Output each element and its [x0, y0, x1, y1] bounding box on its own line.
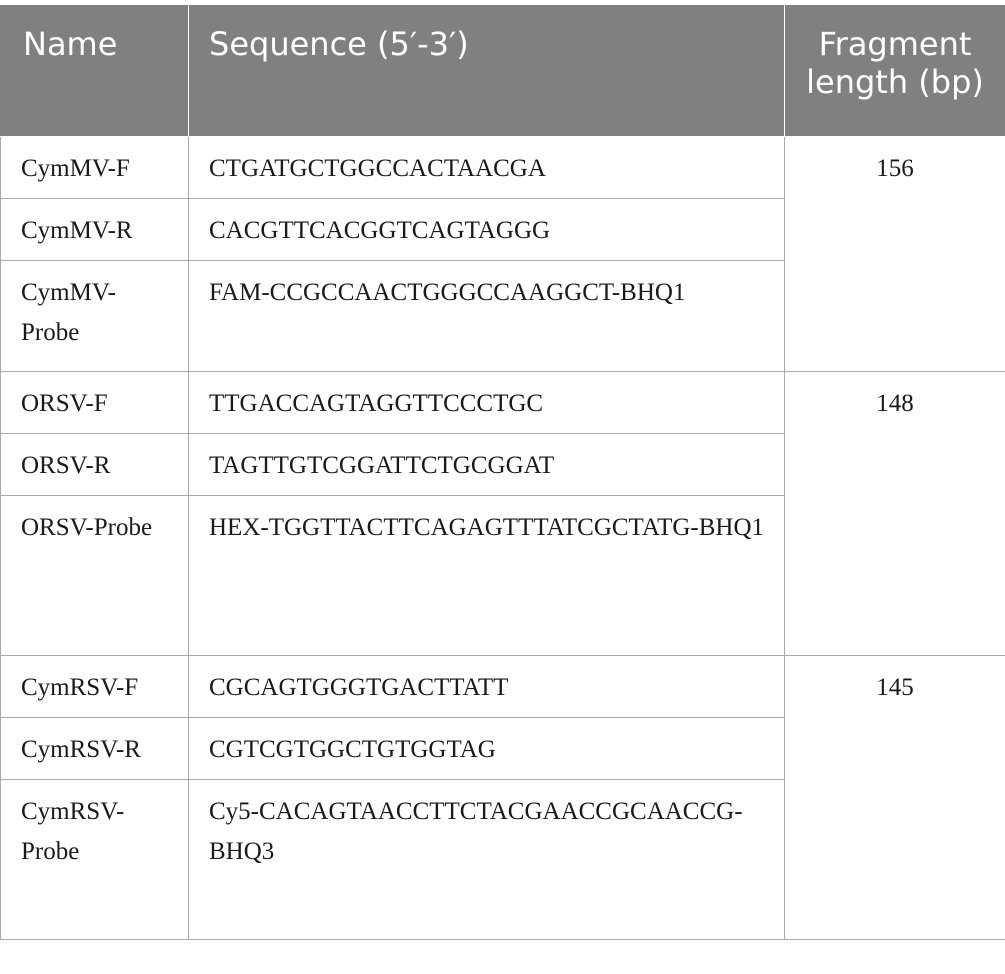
- primer-probe-table: Name Sequence (5′-3′) Fragment length (b…: [0, 4, 1005, 940]
- primer-sequence: TAGTTGTCGGATTCTGCGGAT: [188, 433, 785, 496]
- primer-sequence: FAM-CCGCCAACTGGGCCAAGGCT-BHQ1: [188, 260, 785, 372]
- table-row: CymRSV-F CGCAGTGGGTGACTTATT 145: [0, 655, 1005, 940]
- header-sequence: Sequence (5′-3′): [188, 4, 785, 137]
- table-row: CymMV-R CACGTTCACGGTCAGTAGGG: [0, 198, 1005, 261]
- primer-name: CymRSV-R: [0, 717, 189, 780]
- primer-name: CymMV-Probe: [0, 260, 189, 372]
- primer-name: CymMV-R: [0, 198, 189, 261]
- primer-name: CymRSV-Probe: [0, 779, 189, 940]
- table-body: CymMV-F CTGATGCTGGCCACTAACGA 156 CymMV-R…: [0, 136, 1005, 940]
- header-fragment-length: Fragment length (bp): [784, 4, 1005, 137]
- table-row: CymRSV-R CGTCGTGGCTGTGGTAG: [0, 717, 1005, 780]
- table-row: ORSV-Probe HEX-TGGTTACTTCAGAGTTTATCGCTAT…: [0, 495, 1005, 656]
- primer-sequence: Cy5-CACAGTAACCTTCTACGAACCGCAACCG-BHQ3: [188, 779, 785, 940]
- primer-sequence: CGCAGTGGGTGACTTATT: [188, 655, 785, 718]
- table-row: ORSV-F TTGACCAGTAGGTTCCCTGC 148: [0, 371, 1005, 656]
- primer-name: ORSV-Probe: [0, 495, 189, 656]
- table-row: ORSV-R TAGTTGTCGGATTCTGCGGAT: [0, 433, 1005, 496]
- primer-sequence: CGTCGTGGCTGTGGTAG: [188, 717, 785, 780]
- primer-sequence: CACGTTCACGGTCAGTAGGG: [188, 198, 785, 261]
- primer-name: ORSV-R: [0, 433, 189, 496]
- primer-sequence: CTGATGCTGGCCACTAACGA: [188, 136, 785, 199]
- primer-sequence: HEX-TGGTTACTTCAGAGTTTATCGCTATG-BHQ1: [188, 495, 785, 656]
- table-row: CymMV-F CTGATGCTGGCCACTAACGA 156: [0, 136, 1005, 372]
- fragment-length: 145: [784, 655, 1005, 940]
- primer-name: CymRSV-F: [0, 655, 189, 718]
- fragment-length: 156: [784, 136, 1005, 372]
- header-row: Name Sequence (5′-3′) Fragment length (b…: [0, 4, 1005, 137]
- primer-sequence: TTGACCAGTAGGTTCCCTGC: [188, 371, 785, 434]
- primer-name: ORSV-F: [0, 371, 189, 434]
- table-row: CymMV-Probe FAM-CCGCCAACTGGGCCAAGGCT-BHQ…: [0, 260, 1005, 372]
- primer-name: CymMV-F: [0, 136, 189, 199]
- fragment-length: 148: [784, 371, 1005, 656]
- table-row: CymRSV-Probe Cy5-CACAGTAACCTTCTACGAACCGC…: [0, 779, 1005, 940]
- header-name: Name: [0, 4, 189, 137]
- table-header: Name Sequence (5′-3′) Fragment length (b…: [0, 4, 1005, 137]
